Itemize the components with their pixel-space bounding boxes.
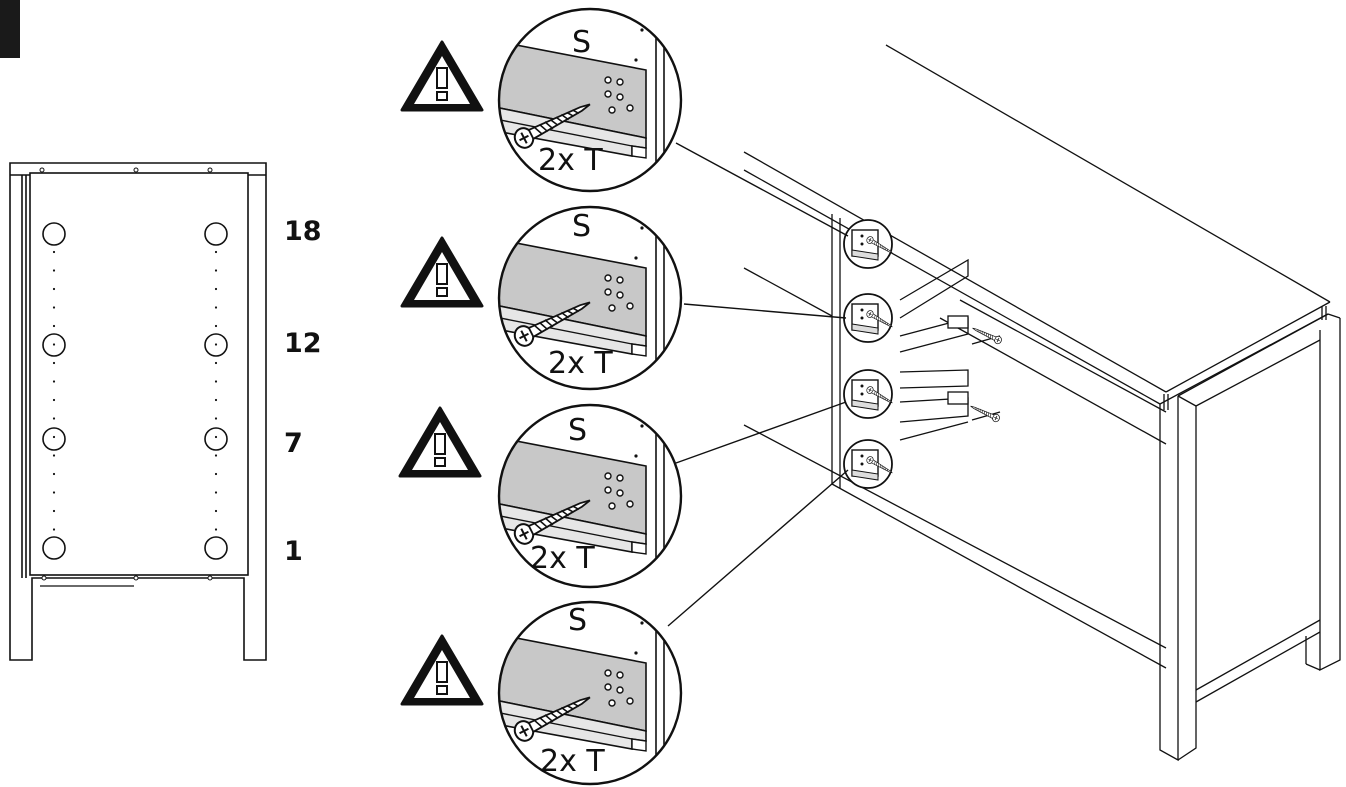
- part-label: S: [568, 603, 587, 638]
- hole-position-label: 1: [284, 536, 303, 567]
- warning-icon: [400, 40, 484, 112]
- hole-position-label: 18: [284, 216, 322, 247]
- screw-quantity-label: 2x T: [538, 143, 603, 178]
- screw-quantity-label: 2x T: [530, 541, 595, 576]
- detail-leader-lines: [667, 142, 849, 627]
- screw-quantity-label: 2x T: [548, 346, 613, 381]
- screw-quantity-label: 2x T: [540, 744, 605, 779]
- page-marker: [0, 0, 20, 58]
- part-label: S: [572, 209, 591, 244]
- part-label: S: [572, 25, 591, 60]
- warning-icon: [400, 634, 484, 706]
- warning-icon: [400, 236, 484, 308]
- warning-icon: [398, 406, 482, 478]
- panel-dot-holes: [39, 167, 218, 581]
- cabinet-detail-markers: [844, 220, 894, 488]
- hole-position-label: 7: [284, 428, 303, 459]
- shelf-pin-holes: [42, 222, 228, 560]
- hole-position-label: 12: [284, 328, 322, 359]
- part-label: S: [568, 413, 587, 448]
- cabinet-isometric: [743, 44, 1341, 762]
